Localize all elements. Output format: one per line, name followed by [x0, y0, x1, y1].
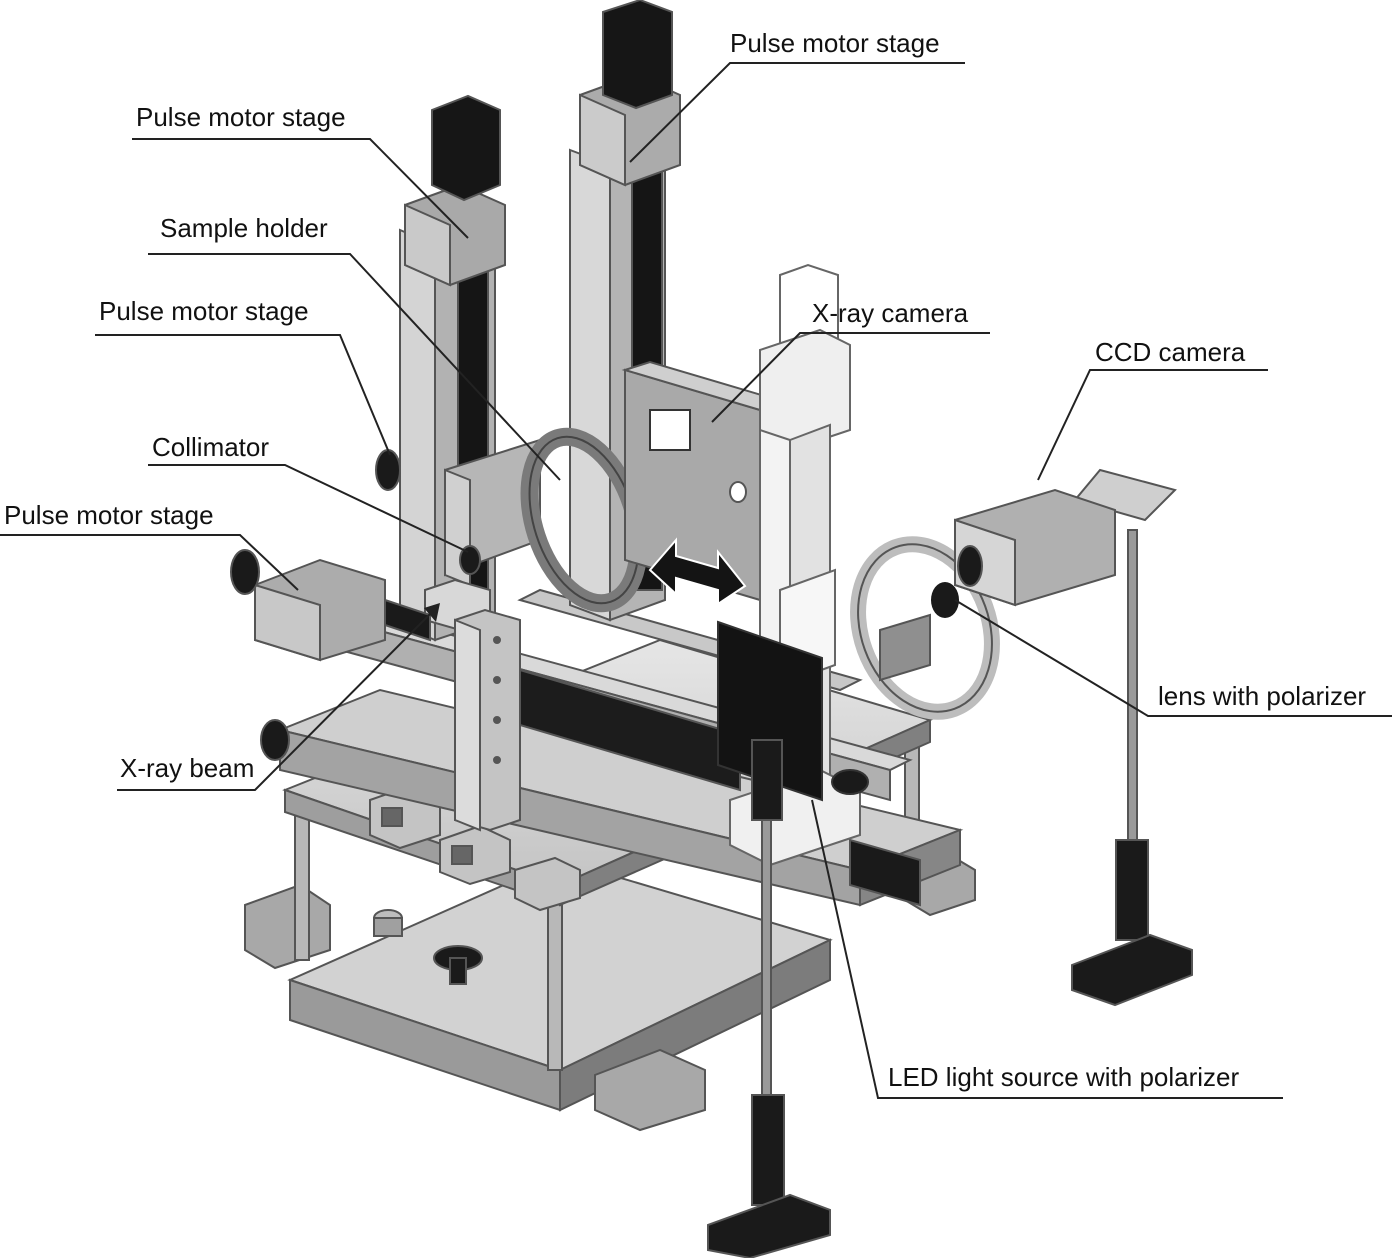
leader-x-ray-beam: [117, 611, 433, 791]
ccd-camera: [954, 468, 1177, 607]
front-post: [707, 739, 831, 1258]
leader-lens-with-polarizer: [954, 599, 1392, 717]
label-pulse-motor-stage-lower-left: Pulse motor stage: [4, 500, 214, 530]
label-lens-with-polarizer: lens with polarizer: [1158, 681, 1366, 711]
label-pulse-motor-stage-top-left: Pulse motor stage: [136, 102, 346, 132]
x-ray-beam-arrowhead: [424, 603, 440, 622]
label-sample-holder: Sample holder: [160, 213, 328, 243]
led-light-panel: [717, 620, 869, 802]
label-collimator: Collimator: [152, 432, 269, 462]
leader-ccd-camera: [1037, 369, 1268, 481]
x-ray-camera-plate: [621, 360, 789, 606]
leader-pulse-motor-stage-top-right: [629, 62, 965, 163]
collimator-assembly: [424, 545, 521, 832]
leader-pulse-motor-stage-top-left: [132, 138, 469, 239]
label-x-ray-camera: X-ray camera: [812, 298, 969, 328]
leader-lines: [0, 62, 1392, 1099]
leader-led-light-source: [811, 799, 1283, 1099]
label-pulse-motor-stage-middle-left: Pulse motor stage: [99, 296, 309, 326]
label-led-light-source-with-polarizer: LED light source with polarizer: [888, 1062, 1239, 1092]
label-ccd-camera: CCD camera: [1095, 337, 1246, 367]
leader-collimator: [148, 464, 469, 553]
leader-x-ray-camera: [711, 332, 990, 423]
right-post: [1071, 529, 1193, 1007]
rotation-ring: [850, 536, 1000, 720]
left-horizontal-stage: [230, 549, 431, 662]
leader-pulse-motor-stage-lower-left: [0, 534, 299, 591]
leader-pulse-motor-stage-middle-left: [95, 334, 391, 456]
label-x-ray-beam: X-ray beam: [120, 753, 254, 783]
leader-sample-holder: [148, 253, 561, 481]
label-pulse-motor-stage-top-right: Pulse motor stage: [730, 28, 940, 58]
